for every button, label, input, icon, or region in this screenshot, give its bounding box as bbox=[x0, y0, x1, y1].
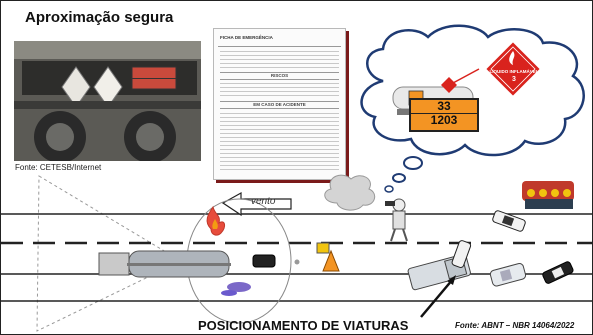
responder-body bbox=[392, 210, 406, 230]
fire-truck-icon bbox=[522, 181, 574, 201]
photo-illustration bbox=[14, 41, 201, 161]
diagram-caption: POSICIONAMENTO DE VIATURAS bbox=[198, 318, 409, 333]
wind-arrow-icon bbox=[221, 191, 292, 217]
slide-title: Aproximação segura bbox=[25, 9, 174, 26]
flame-icon bbox=[509, 51, 515, 65]
wind-label: vento bbox=[251, 196, 276, 207]
truck-cab bbox=[98, 252, 130, 276]
tanker-placard-photo bbox=[14, 41, 201, 161]
diagram-source: Fonte: ABNT – NBR 14064/2022 bbox=[455, 321, 575, 330]
road-scene bbox=[1, 174, 592, 332]
document-header: FICHA DE EMERGÊNCIA bbox=[218, 32, 341, 47]
photo-diamond-right bbox=[93, 66, 123, 108]
placard-class-number: 3 bbox=[512, 76, 516, 83]
police-car-1 bbox=[492, 210, 526, 232]
car-near-tanker bbox=[252, 254, 276, 268]
police-car-3 bbox=[489, 263, 527, 287]
mini-diamond bbox=[441, 77, 457, 93]
document-header-text: FICHA DE EMERGÊNCIA bbox=[220, 35, 273, 40]
smoke-cloud-icon bbox=[324, 174, 376, 211]
traffic-cone-icon bbox=[322, 249, 340, 272]
un-number: 1203 bbox=[411, 113, 477, 127]
photo-credit: Fonte: CETESB/Internet bbox=[15, 163, 102, 172]
warning-sign-icon bbox=[316, 242, 330, 254]
flammable-liquid-placard bbox=[483, 39, 543, 99]
orange-identification-panel: 33 1203 bbox=[409, 98, 479, 132]
firefighter-team-icon bbox=[525, 199, 573, 209]
binoculars-icon bbox=[385, 201, 395, 206]
document-section-risks: RISCOS bbox=[220, 72, 339, 80]
hazard-id-number: 33 bbox=[437, 99, 451, 113]
sight-cone bbox=[36, 175, 183, 332]
placard-label: LÍQUIDO INFLAMÁVEL bbox=[490, 67, 539, 74]
spill-puddle-1 bbox=[227, 282, 251, 292]
police-car-4 bbox=[542, 261, 574, 284]
caption-pointer-arrow bbox=[420, 278, 454, 318]
photo-diamond-left bbox=[61, 66, 91, 108]
document-section-accident: EM CASO DE ACIDENTE bbox=[220, 101, 339, 109]
emergency-sheet-document: FICHA DE EMERGÊNCIA RISCOS EM CASO DE AC… bbox=[213, 28, 346, 180]
spill-puddle-2 bbox=[221, 290, 237, 296]
police-car-2 bbox=[451, 240, 472, 268]
placard-text-layer: LÍQUIDO INFLAMÁVEL 3 bbox=[490, 67, 539, 83]
